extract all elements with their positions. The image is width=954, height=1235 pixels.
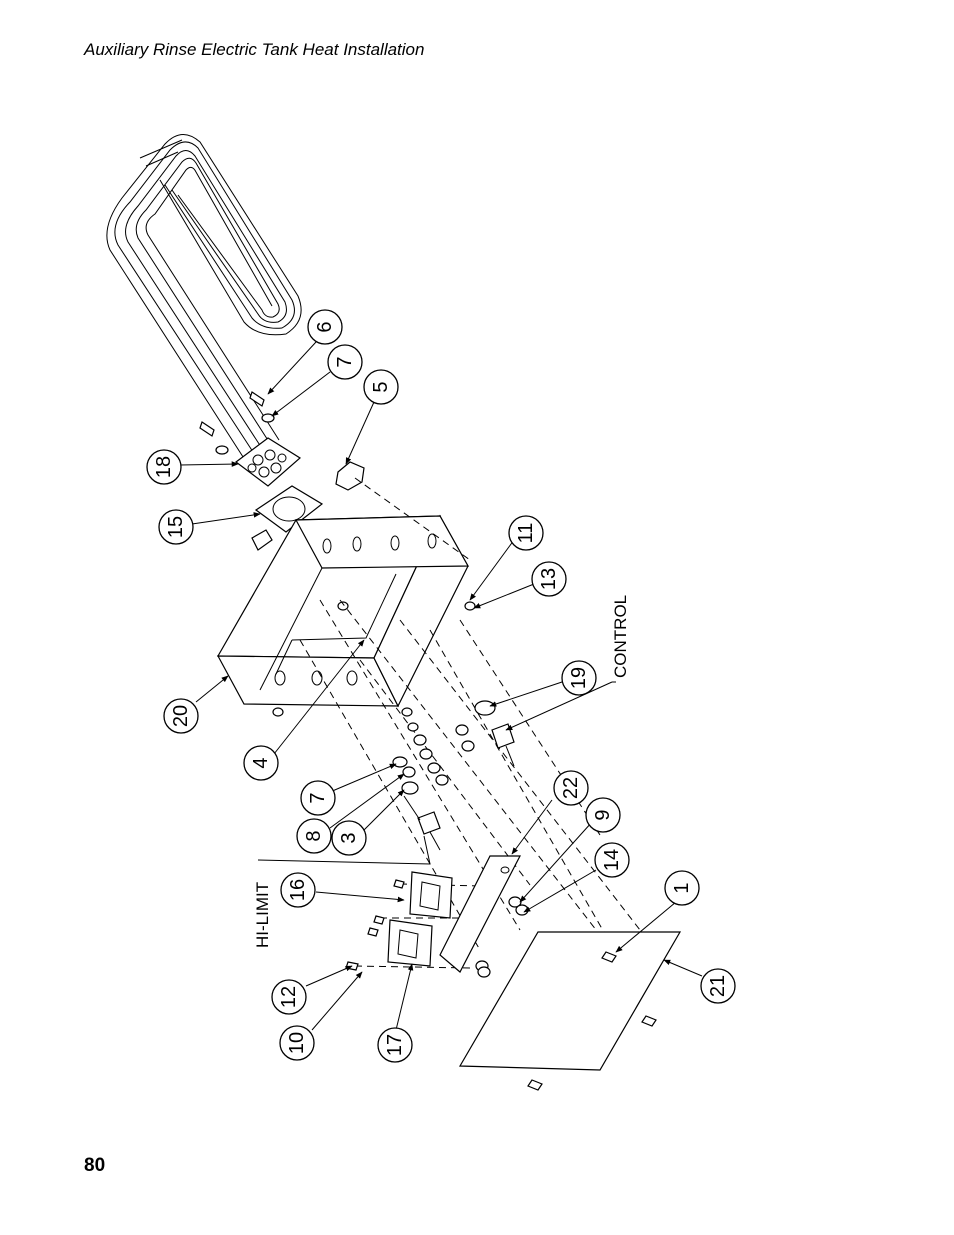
callout-13-text: 13 [538, 568, 560, 590]
callout-1: 1 [664, 870, 700, 906]
callout-18-text: 18 [153, 456, 175, 478]
callout-5: 5 [363, 369, 399, 405]
callout-20-text: 20 [170, 705, 192, 727]
callout-8: 8 [296, 818, 332, 854]
callout-16-text: 16 [287, 879, 309, 901]
hi-limit-probe [403, 795, 441, 851]
callout-20: 20 [163, 698, 199, 734]
callout-6: 6 [307, 309, 343, 345]
callout-12-text: 12 [278, 986, 300, 1008]
callout-17-text: 17 [384, 1034, 406, 1056]
callout-1-text: 1 [671, 882, 693, 893]
washers-and-nuts [392, 601, 476, 795]
callout-19: 19 [561, 660, 597, 696]
callout-8-text: 8 [303, 830, 325, 841]
callout-10-text: 10 [286, 1032, 308, 1054]
callout-22-text: 22 [560, 777, 582, 799]
control-box-enclosure [216, 514, 470, 717]
cover-panel [458, 931, 682, 1091]
callout-9-text: 9 [592, 809, 614, 820]
callout-7-mid-text: 7 [307, 792, 329, 803]
callout-12: 12 [271, 979, 307, 1015]
callout-15: 15 [158, 509, 194, 545]
callout-11-text: 11 [515, 523, 537, 544]
callout-19-text: 19 [568, 667, 590, 689]
control-probe [474, 700, 515, 767]
heating-element-coils [106, 134, 302, 461]
callout-leaders [179, 341, 703, 1031]
callout-16: 16 [280, 872, 316, 908]
callout-4-text: 4 [250, 757, 272, 768]
callout-13: 13 [531, 561, 567, 597]
callout-3: 3 [331, 820, 367, 856]
callout-21: 21 [700, 968, 736, 1004]
hi-limit-switches [345, 871, 453, 971]
callout-14: 14 [594, 842, 630, 878]
callout-21-text: 21 [707, 975, 729, 997]
flange-gasket [254, 485, 324, 533]
callout-11: 11 [508, 515, 544, 551]
callout-17: 17 [377, 1027, 413, 1063]
heater-flange [235, 437, 302, 487]
page-header-title: Auxiliary Rinse Electric Tank Heat Insta… [84, 40, 425, 59]
callout-7-top: 7 [327, 344, 363, 380]
switch-mounting-bracket [439, 855, 521, 973]
control-label: CONTROL [611, 595, 630, 678]
callout-7-top-text: 7 [334, 356, 356, 367]
page-number: 80 [84, 1155, 106, 1176]
callout-7-mid: 7 [300, 780, 336, 816]
callout-14-text: 14 [601, 849, 623, 871]
callout-18: 18 [146, 449, 182, 485]
flange-bolts [199, 391, 275, 551]
callout-22: 22 [553, 770, 589, 806]
bracket-hardware [475, 896, 529, 978]
locknut [335, 461, 365, 491]
callout-4: 4 [243, 745, 279, 781]
callout-5-text: 5 [370, 381, 392, 392]
callout-3-text: 3 [338, 832, 360, 843]
callout-15-text: 15 [165, 516, 187, 538]
callout-6-text: 6 [314, 321, 336, 332]
callout-10: 10 [279, 1025, 315, 1061]
callout-9: 9 [585, 797, 621, 833]
hi-limit-label: HI-LIMIT [253, 882, 272, 948]
